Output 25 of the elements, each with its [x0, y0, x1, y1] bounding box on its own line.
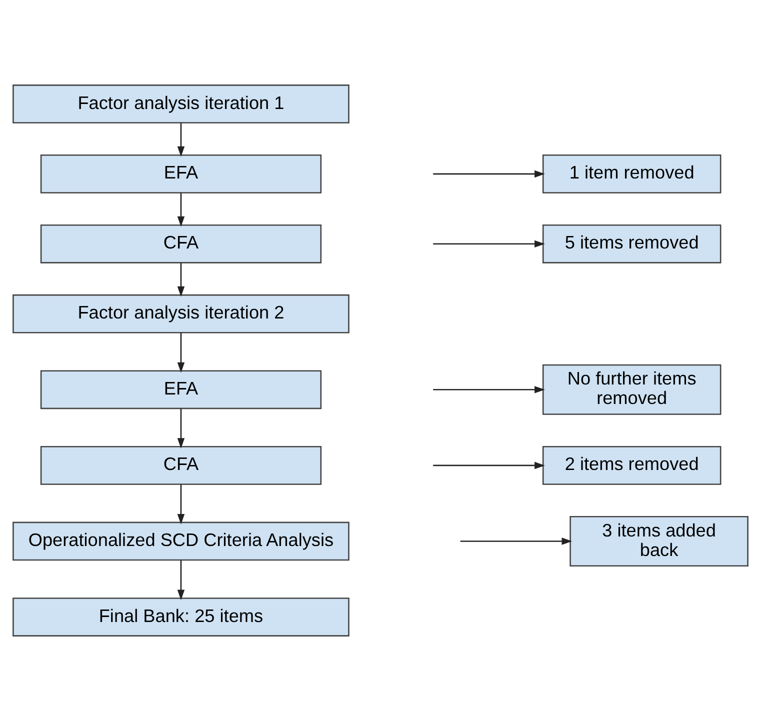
node-box: No further items removed: [542, 364, 722, 415]
arrow: [433, 462, 545, 470]
arrow: [177, 332, 185, 373]
arrow: [177, 408, 185, 449]
node-box: EFA: [40, 154, 322, 194]
arrow: [177, 484, 185, 524]
node-box: Factor analysis iteration 1: [12, 84, 350, 124]
arrow: [433, 170, 545, 178]
arrow: [433, 386, 545, 394]
node-box: 2 items removed: [542, 446, 722, 485]
arrow: [433, 240, 545, 248]
arrow: [177, 192, 185, 227]
node-box: Operationalized SCD Criteria Analysis: [12, 522, 350, 561]
node-box: 1 item removed: [542, 154, 722, 194]
node-box: Factor analysis iteration 2: [12, 294, 350, 334]
arrow: [177, 122, 185, 157]
arrow: [177, 262, 185, 297]
node-box: EFA: [40, 370, 322, 410]
node-box: CFA: [40, 224, 322, 264]
node-box: Final Bank: 25 items: [12, 598, 350, 636]
arrow: [460, 538, 572, 545]
node-box: 3 items added back: [570, 516, 748, 566]
node-box: CFA: [40, 446, 322, 485]
arrow: [177, 560, 185, 600]
node-box: 5 items removed: [542, 224, 722, 264]
